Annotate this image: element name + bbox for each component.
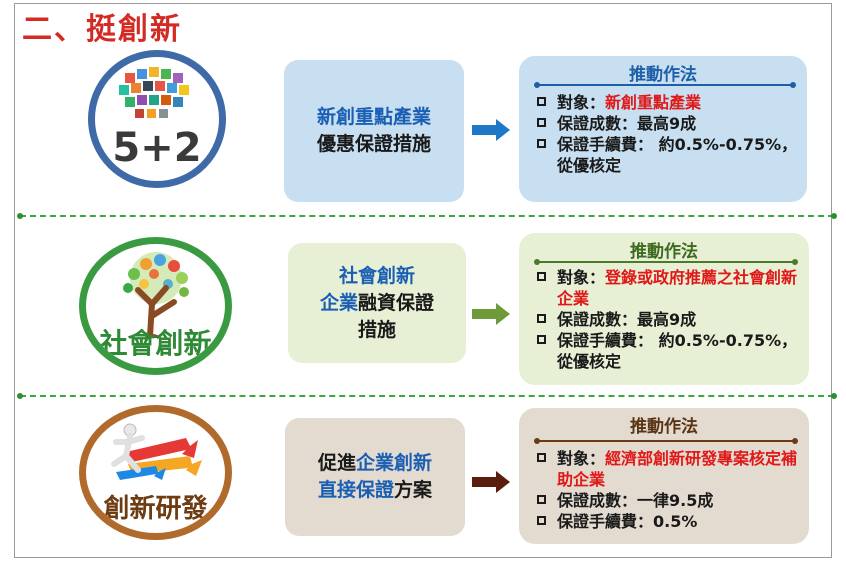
circle-label: 5+2 <box>112 125 202 171</box>
checkbox-bullet-icon <box>537 314 546 323</box>
list-item: 對象：經濟部創新研發專案核定補助企業 <box>533 448 801 490</box>
circle-5plus2: 5+2 <box>88 50 226 188</box>
middle-line: 措施 <box>358 317 396 344</box>
item-label: 保證手續費： <box>557 512 654 531</box>
panel-heading: 推動作法 <box>630 242 698 262</box>
item-value: 0.5% <box>653 512 698 531</box>
slide-frame <box>14 3 832 558</box>
checkbox-bullet-icon <box>537 495 546 504</box>
panel-divider <box>534 82 796 88</box>
arrow-shape <box>472 119 510 141</box>
item-value: 新創重點產業 <box>605 93 702 112</box>
circle-label: 社會創新 <box>99 327 212 360</box>
checkbox-bullet-icon <box>537 97 546 106</box>
arrow-right-icon <box>472 471 510 493</box>
list-item: 保證成數：最高9成 <box>533 309 801 330</box>
panel-heading: 推動作法 <box>630 417 698 437</box>
middle-text: 措施 <box>357 318 396 341</box>
item-label: 對象： <box>557 268 606 287</box>
middle-line: 促進企業創新 <box>318 450 432 477</box>
list-item: 對象：新創重點產業 <box>533 92 799 113</box>
item-label: 保證成數： <box>557 114 638 133</box>
middle-line: 直接保證方案 <box>318 477 432 504</box>
checkbox-bullet-icon <box>537 453 546 462</box>
panel-divider <box>534 438 798 444</box>
item-label: 對象： <box>557 449 606 468</box>
row-separator <box>17 393 837 399</box>
circle-rd-innovation: 創新研發 <box>79 405 232 540</box>
runner-arrows-icon <box>111 423 202 480</box>
list-item: 保證手續費： 約0.5%-0.75%，從優核定 <box>533 134 799 176</box>
list-item: 保證手續費： 約0.5%-0.75%，從優核定 <box>533 330 801 372</box>
item-label: 保證成數： <box>557 491 638 510</box>
checkbox-bullet-icon <box>537 335 546 344</box>
middle-box-row3: 促進企業創新 直接保證方案 <box>285 418 465 536</box>
middle-line: 新創重點產業 <box>317 104 431 131</box>
item-value: 約0.5%-0.75%，從優核定 <box>557 135 798 175</box>
row-separator <box>17 213 837 219</box>
list-item: 對象：登錄或政府推薦之社會創新企業 <box>533 267 801 309</box>
checkbox-bullet-icon <box>537 118 546 127</box>
arrow-right-icon <box>472 119 510 141</box>
middle-text: 優惠保證措施 <box>316 133 431 155</box>
panel-divider <box>534 259 798 265</box>
arrow-right-icon <box>472 303 510 325</box>
middle-text: 直接保證 <box>317 479 394 501</box>
circle-social-innovation: 社會創新 <box>79 237 232 375</box>
item-label: 保證手續費： <box>557 135 654 154</box>
list-item: 保證成數：一律9.5成 <box>533 490 801 511</box>
item-value: 登錄或政府推薦之社會創新企業 <box>557 268 798 308</box>
arrow-shape <box>472 471 510 493</box>
tree-icon <box>123 252 189 339</box>
panel-list: 對象：新創重點產業 保證成數：最高9成 保證手續費： 約0.5%-0.75%，從… <box>533 92 799 176</box>
middle-box-row2: 社會創新 企業融資保證 措施 <box>288 243 466 363</box>
item-label: 保證手續費： <box>557 331 654 350</box>
item-value: 一律9.5成 <box>637 491 714 510</box>
item-value: 最高9成 <box>637 114 697 133</box>
middle-line: 企業融資保證 <box>320 290 434 317</box>
action-panel-row2: 推動作法 對象：登錄或政府推薦之社會創新企業 保證成數：最高9成 保證手續費： … <box>519 233 809 385</box>
item-value: 最高9成 <box>637 310 697 329</box>
item-value: 約0.5%-0.75%，從優核定 <box>557 331 798 371</box>
list-item: 保證手續費：0.5% <box>533 511 801 532</box>
middle-box-row1: 新創重點產業 優惠保證措施 <box>284 60 464 202</box>
arrow-shape <box>472 303 510 325</box>
panel-heading: 推動作法 <box>629 65 697 85</box>
panel-list: 對象：登錄或政府推薦之社會創新企業 保證成數：最高9成 保證手續費： 約0.5%… <box>533 267 801 372</box>
checkbox-bullet-icon <box>537 272 546 281</box>
action-panel-row1: 推動作法 對象：新創重點產業 保證成數：最高9成 保證手續費： 約0.5%-0.… <box>519 56 807 202</box>
middle-line: 優惠保證措施 <box>317 131 431 158</box>
checkbox-bullet-icon <box>537 139 546 148</box>
middle-text: 新創重點產業 <box>316 106 431 128</box>
list-item: 保證成數：最高9成 <box>533 113 799 134</box>
app-icons-bulb-icon <box>119 67 189 118</box>
middle-text: 方案 <box>394 479 433 501</box>
item-label: 保證成數： <box>557 310 638 329</box>
circle-label: 創新研發 <box>103 494 208 524</box>
item-label: 對象： <box>557 93 606 112</box>
middle-text: 企業 <box>319 291 358 314</box>
checkbox-bullet-icon <box>537 516 546 525</box>
item-value: 經濟部創新研發專案核定補助企業 <box>557 449 798 489</box>
middle-text: 促進 <box>317 452 356 474</box>
middle-text: 社會創新 <box>338 264 415 287</box>
middle-text: 融資保證 <box>358 291 435 314</box>
panel-list: 對象：經濟部創新研發專案核定補助企業 保證成數：一律9.5成 保證手續費：0.5… <box>533 448 801 532</box>
action-panel-row3: 推動作法 對象：經濟部創新研發專案核定補助企業 保證成數：一律9.5成 保證手續… <box>519 408 809 544</box>
middle-text: 企業創新 <box>356 452 433 474</box>
middle-line: 社會創新 <box>339 263 415 290</box>
slide-title: 二、挺創新 <box>22 12 182 47</box>
